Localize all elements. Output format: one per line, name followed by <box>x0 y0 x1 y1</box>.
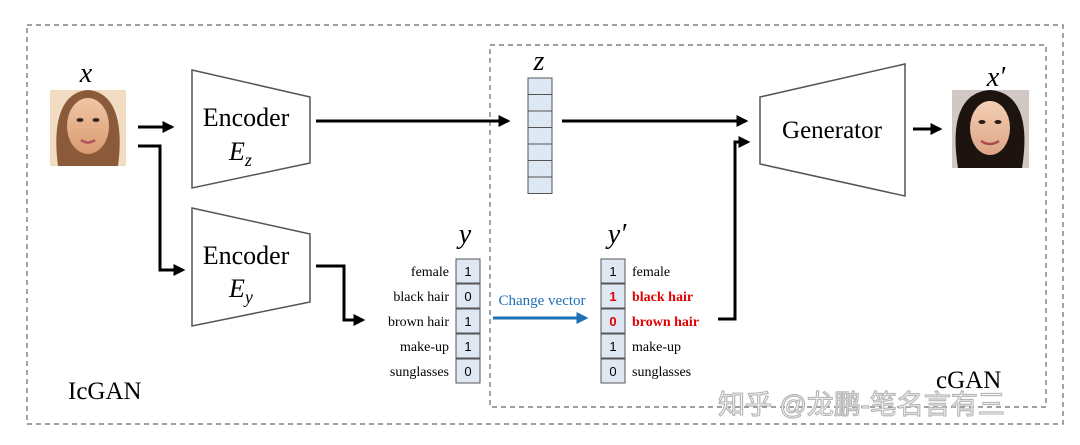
encoder-ez-title: Encoder <box>203 103 290 132</box>
yvec-cell <box>455 283 481 309</box>
yvec-attr-label: make-up <box>400 340 449 355</box>
label-y: y <box>456 219 472 250</box>
generator: Generator <box>759 63 906 197</box>
ypvec-value: 0 <box>609 314 616 329</box>
z-cell <box>527 160 553 178</box>
label-y-prime: y′ <box>605 219 627 250</box>
yvec-value: 0 <box>464 364 471 379</box>
ypvec-cell <box>600 308 626 334</box>
encoder-ez: Encoder Ez <box>191 69 311 189</box>
encoder-ey-title: Encoder <box>203 241 290 270</box>
z-cell <box>527 176 553 194</box>
ypvec-cell <box>600 358 626 384</box>
y-vector: 1 female 0 black hair 1 brown hair 1 make-up 0 su… <box>388 258 481 384</box>
z-cell <box>527 143 553 161</box>
generator-title: Generator <box>782 117 883 144</box>
ypvec-value: 1 <box>609 339 616 354</box>
encoder-ez-symbol: Ez <box>228 137 252 170</box>
z-cell <box>527 110 553 128</box>
yvec-attr-label: black hair <box>393 290 449 305</box>
encoder-ey: Encoder Ey <box>191 207 311 327</box>
ypvec-attr-label: female <box>632 265 670 280</box>
label-z: z <box>533 46 545 77</box>
label-x: x <box>79 58 93 89</box>
yvec-value: 1 <box>464 339 471 354</box>
icgan-label: IcGAN <box>68 378 142 405</box>
ypvec-value: 0 <box>609 364 616 379</box>
yvec-cell <box>455 358 481 384</box>
ypvec-attr-label: brown hair <box>632 315 699 330</box>
ypvec-cell <box>600 333 626 359</box>
z-vector <box>527 77 553 194</box>
z-cell <box>527 77 553 95</box>
yvec-value: 1 <box>464 314 471 329</box>
output-face-photo <box>952 90 1029 168</box>
ypvec-value: 1 <box>609 289 616 304</box>
arrow-yprime-to-generator <box>718 136 751 321</box>
ypvec-value: 1 <box>609 264 616 279</box>
encoder-ey-symbol: Ey <box>228 274 253 307</box>
arrow-ey-to-y <box>316 264 366 326</box>
yvec-attr-label: sunglasses <box>390 365 449 380</box>
ypvec-attr-label: black hair <box>632 290 693 305</box>
ypvec-cell <box>600 283 626 309</box>
yvec-attr-label: female <box>411 265 449 280</box>
arrow-x-to-ey <box>138 144 186 276</box>
yvec-value: 0 <box>464 289 471 304</box>
yvec-cell <box>455 308 481 334</box>
ypvec-attr-label: sunglasses <box>632 365 691 380</box>
change-vector-label: Change vector <box>498 293 585 309</box>
y-prime-vector: 1 female 1 black hair 0 brown hair 1 make-up 0 su… <box>600 258 699 384</box>
cgan-label: cGAN <box>936 367 1001 394</box>
yvec-value: 1 <box>464 264 471 279</box>
ypvec-attr-label: make-up <box>632 340 681 355</box>
yvec-cell <box>455 333 481 359</box>
yvec-cell <box>455 258 481 284</box>
input-face-photo <box>50 90 126 166</box>
z-cell <box>527 127 553 145</box>
icgan-frame <box>26 24 1064 425</box>
ypvec-cell <box>600 258 626 284</box>
arrows <box>138 115 943 326</box>
watermark: 知乎 @龙鹏-笔名言有三 <box>718 390 1005 420</box>
yvec-attr-label: brown hair <box>388 315 449 330</box>
z-cell <box>527 94 553 112</box>
label-x-prime: x′ <box>986 62 1006 93</box>
